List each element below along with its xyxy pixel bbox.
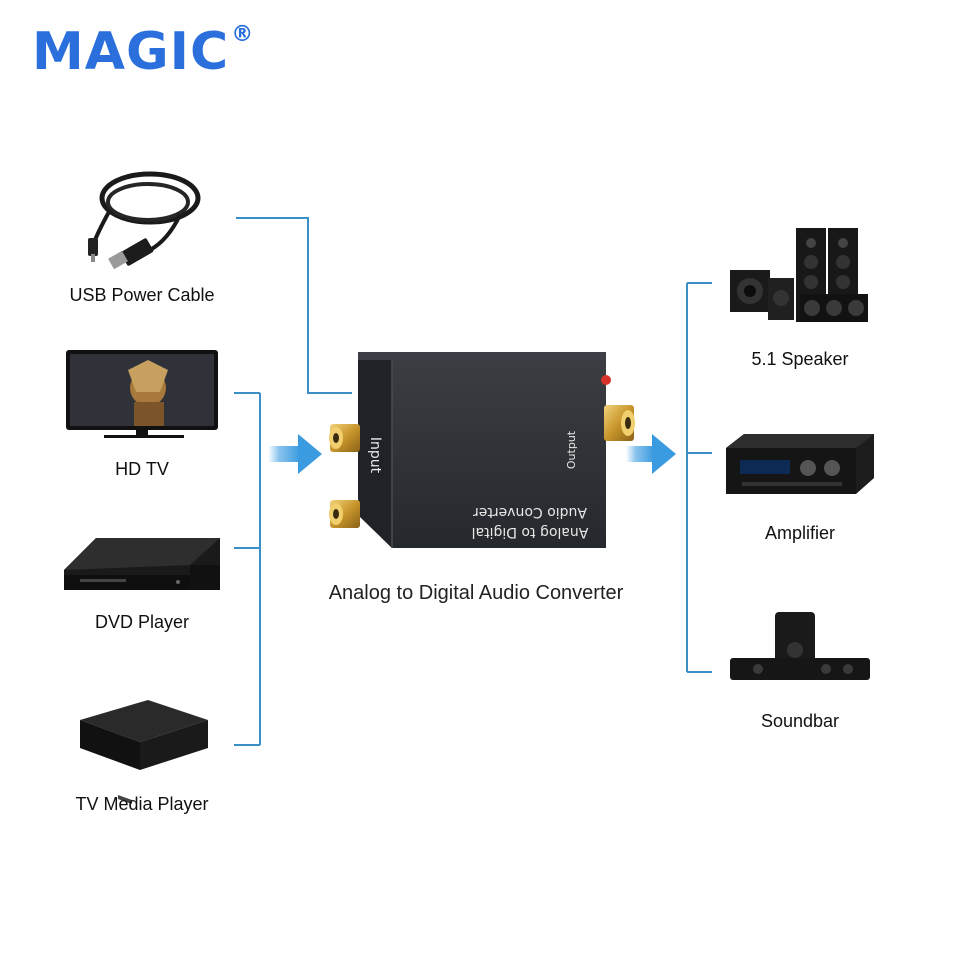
- brand-name: MAGIC: [32, 22, 230, 82]
- converter-device: Input Output Analog to Digital Audio Con…: [329, 352, 635, 548]
- rca-input-jack-bottom: [329, 500, 360, 528]
- input-label-media: TV Media Player: [75, 794, 209, 814]
- output-label-amplifier: Amplifier: [764, 523, 835, 543]
- output-connector-lines: [686, 282, 712, 673]
- output-label-speaker: 5.1 Speaker: [751, 349, 849, 369]
- output-label-soundbar: Soundbar: [760, 711, 840, 731]
- rca-output-jack: [604, 405, 635, 441]
- input-label-tv: HD TV: [115, 459, 169, 479]
- soundbar-icon: [730, 612, 870, 680]
- device-print-line2: Audio Converter: [473, 504, 587, 520]
- usb-connector-line: [236, 217, 352, 394]
- device-output-label: Output: [565, 430, 578, 469]
- registered-mark: ®: [231, 22, 255, 47]
- converter-caption: Analog to Digital Audio Converter: [328, 582, 624, 604]
- input-label-usb: USB Power Cable: [69, 285, 215, 305]
- device-input-label: Input: [367, 437, 383, 474]
- brand-logo: MAGIC®: [32, 24, 254, 79]
- input-arrow-icon: [268, 434, 322, 474]
- media-player-icon: [80, 700, 208, 805]
- output-arrow-icon: [626, 434, 676, 474]
- input-label-dvd: DVD Player: [94, 612, 190, 632]
- dvd-player-icon: [64, 538, 220, 590]
- device-print-line1: Analog to Digital: [472, 524, 589, 540]
- speaker-system-icon: [730, 228, 868, 322]
- tv-icon: [66, 350, 218, 438]
- usb-cable-icon: [88, 171, 201, 270]
- rca-input-jack-top: [329, 424, 360, 452]
- power-led-icon: [601, 375, 611, 385]
- input-connector-lines: [234, 217, 352, 746]
- amplifier-icon: [726, 434, 874, 494]
